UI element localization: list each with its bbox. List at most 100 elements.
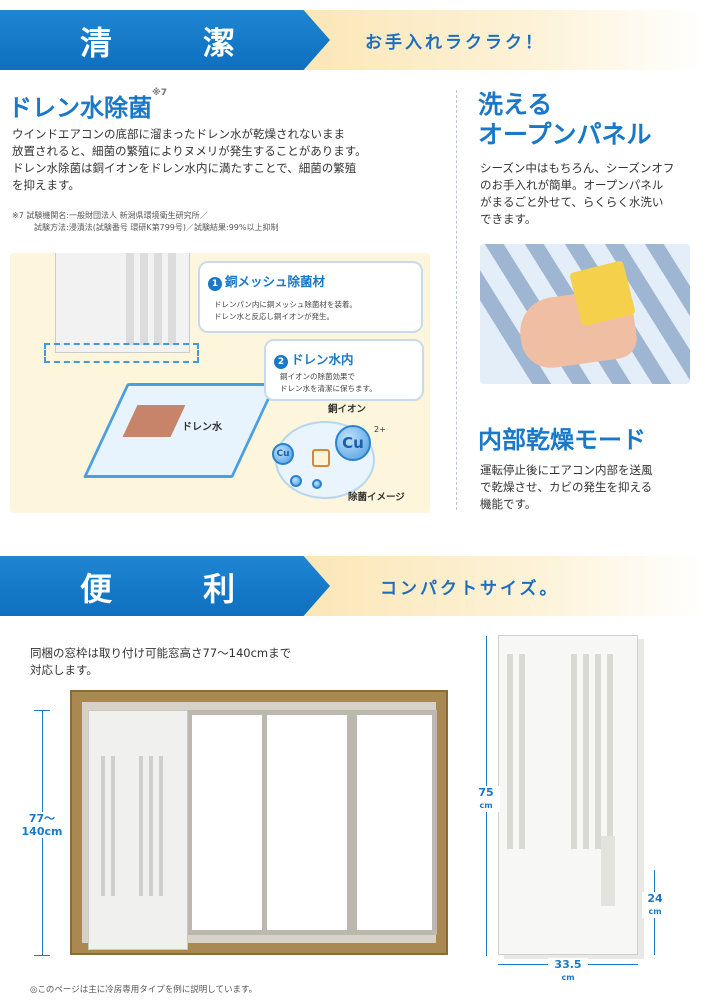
drain-body-line: 放置されると、細菌の繁殖によりヌメリが発生することがあります。	[12, 144, 367, 158]
callout2-title-text: ドレン水内	[291, 352, 354, 367]
panel-heading-line: オープンパネル	[478, 120, 652, 149]
callout2-number: 2	[274, 355, 288, 369]
drain-body: ウインドエアコンの底部に溜まったドレン水が乾燥されないまま 放置されると、細菌の…	[12, 126, 367, 194]
banner-blue-bg	[0, 10, 330, 70]
section-banner-convenient: 便 利 コンパクトサイズ。	[0, 556, 703, 616]
ac-vent	[571, 654, 577, 849]
dry-heading: 内部乾燥モード	[478, 426, 646, 454]
panel-heading: 洗える オープンパネル	[478, 90, 652, 150]
ac-slat	[154, 253, 162, 345]
drain-heading: ドレン水除菌※7	[8, 88, 167, 123]
callout1-body-line: ドレンパン内に銅メッシュ除菌材を装着。	[214, 300, 357, 309]
callout1-number: 1	[208, 277, 222, 291]
unit-depth-label: 24 cm	[642, 892, 668, 918]
section-subtitle: コンパクトサイズ。	[380, 579, 560, 599]
window-height-label-line: 140cm	[21, 825, 63, 838]
unit-depth-value: 24	[647, 892, 663, 905]
dry-body-line: 機能です。	[480, 497, 537, 511]
dry-body: 運転停止後にエアコン内部を送風 で乾燥させ、カビの発生を抑える 機能です。	[480, 462, 653, 513]
ac-vent	[607, 654, 613, 849]
unit-width-label: 33.5 cm	[548, 958, 588, 984]
dimension-tick	[34, 955, 50, 956]
ac-slat	[168, 253, 176, 345]
ac-vent	[507, 654, 513, 849]
ac-vent	[595, 654, 601, 849]
panel-washing-photo	[480, 244, 690, 384]
ac-slat	[140, 253, 148, 345]
panel-body-line: がまるごと外せて、らくらく水洗い	[480, 195, 664, 209]
unit-width-unit: cm	[561, 973, 575, 982]
tray-label: ドレン水	[182, 422, 222, 433]
window-sash	[187, 710, 267, 935]
bacteria-icon	[312, 449, 330, 467]
drain-body-line: ドレン水除菌は銅イオンをドレン水内に満たすことで、細菌の繁殖	[12, 161, 357, 175]
ac-vent	[583, 654, 589, 849]
compact-body: 同梱の窓枠は取り付け可能窓高さ77～140cmまで 対応します。	[30, 645, 291, 679]
window-sash	[352, 710, 437, 935]
copper-ion-small-icon: Cu	[272, 443, 294, 465]
ac-vent	[139, 756, 143, 896]
drain-heading-text: ドレン水除菌	[8, 94, 152, 122]
banner-blue-bg	[0, 556, 330, 616]
drain-footnote-line: ※7 試験機関名:一般財団法人 新潟県環境衛生研究所／	[12, 211, 208, 220]
installed-ac-unit	[88, 710, 188, 950]
dry-body-line: 運転停止後にエアコン内部を送風	[480, 463, 653, 477]
unit-height-unit: cm	[479, 801, 493, 810]
ion-dot-icon	[312, 479, 322, 489]
drain-tray	[82, 383, 278, 478]
section-subtitle: お手入れラクラク！	[365, 33, 545, 53]
dry-body-line: で乾燥させ、カビの発生を抑える	[480, 480, 653, 494]
callout1-body-line: ドレン水と反応し銅イオンが発生。	[214, 312, 334, 321]
section-title: 清 潔	[80, 24, 276, 62]
ac-slat	[126, 253, 134, 345]
drain-pan-highlight	[44, 343, 199, 363]
unit-height-value: 75	[478, 786, 494, 799]
ac-vent	[111, 756, 115, 896]
dimension-tick	[34, 710, 50, 711]
drain-note-mark: ※7	[152, 88, 168, 98]
callout2-body-line: 銅イオンの除菌効果で	[280, 372, 355, 381]
unit-width-value: 33.5	[554, 958, 582, 971]
section-banner-clean: 清 潔 お手入れラクラク！	[0, 10, 703, 70]
compact-body-line: 対応します。	[30, 663, 98, 677]
banner-cream-bg	[300, 10, 703, 70]
ac-unit-front-view	[498, 635, 638, 955]
ion-dot-icon	[290, 475, 302, 487]
panel-heading-line: 洗える	[478, 90, 553, 119]
ac-unit-illustration	[55, 253, 190, 353]
copper-ion-icon: Cu	[335, 425, 371, 461]
panel-body-line: できます。	[480, 212, 537, 226]
callout2-body-line: ドレン水を清潔に保ちます。	[280, 384, 377, 393]
ion-label: 銅イオン	[328, 404, 367, 415]
drain-footnote: ※7 試験機関名:一般財団法人 新潟県環境衛生研究所／ 試験方法:浸漬法(試験番…	[12, 210, 278, 234]
image-caption: 除菌イメージ	[348, 492, 405, 503]
unit-depth-unit: cm	[648, 907, 662, 916]
unit-height-label: 75 cm	[472, 786, 500, 812]
ac-vent	[101, 756, 105, 896]
window-height-label: 77～ 140cm	[14, 812, 70, 838]
page-footnote: ◎このページは主に冷房専用タイプを例に説明しています。	[30, 985, 258, 995]
window-height-label-line: 77～	[28, 812, 56, 825]
compact-body-line: 同梱の窓枠は取り付け可能窓高さ77～140cmまで	[30, 646, 292, 660]
control-panel	[601, 836, 615, 906]
drain-body-line: ウインドエアコンの底部に溜まったドレン水が乾燥されないまま	[12, 127, 346, 141]
ac-vent	[149, 756, 153, 896]
callout1-title-text: 銅メッシュ除菌材	[225, 274, 326, 289]
section-title: 便 利	[80, 570, 276, 608]
ac-vent	[519, 654, 525, 849]
column-divider	[456, 90, 457, 510]
panel-body-line: シーズン中はもちろん、シーズンオフ	[480, 161, 675, 175]
drain-footnote-line: 試験方法:浸漬法(試験番号 環研K第799号)／試験結果:99%以上抑制	[34, 223, 279, 232]
drain-body-line: を抑えます。	[12, 178, 80, 192]
ion-charge: 2+	[374, 425, 386, 434]
panel-body-line: のお手入れが簡単。オープンパネル	[480, 178, 664, 192]
window-sash	[262, 710, 352, 935]
ac-vent	[159, 756, 163, 896]
panel-body: シーズン中はもちろん、シーズンオフ のお手入れが簡単。オープンパネル がまるごと…	[480, 160, 674, 228]
banner-cream-bg	[300, 556, 703, 616]
